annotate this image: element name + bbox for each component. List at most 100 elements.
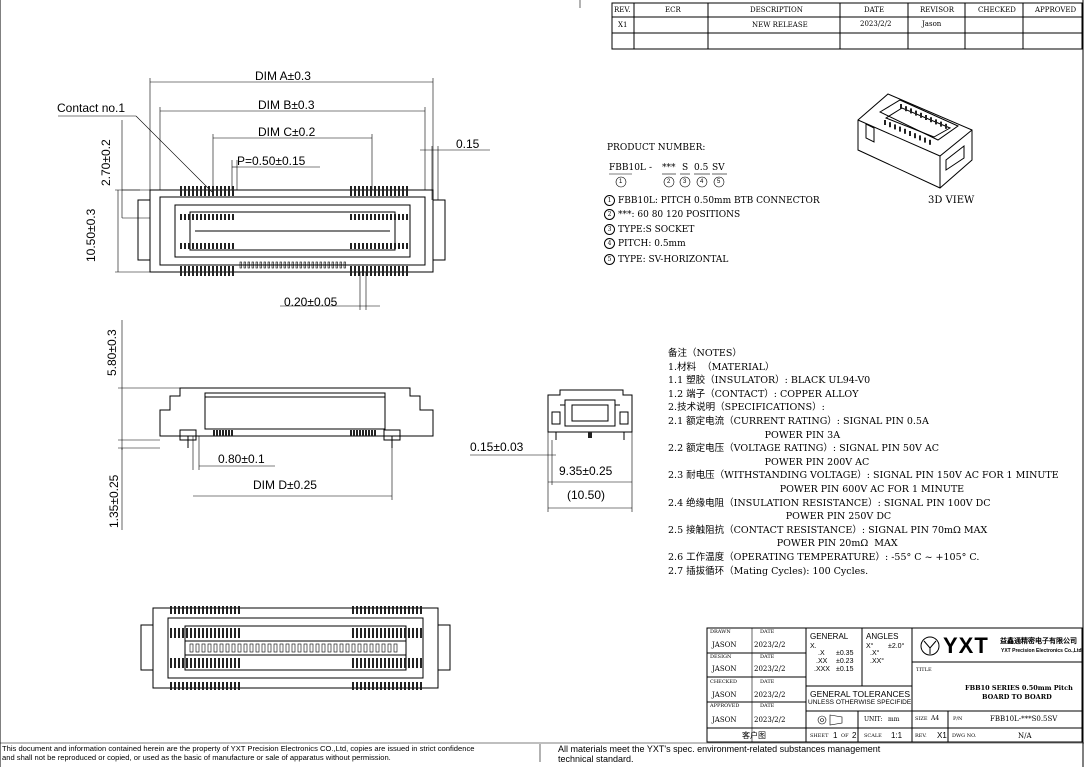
of-label: OF [841, 733, 849, 739]
design-value: JASON [712, 665, 737, 673]
notes-block: 备注（NOTES）1.材料 （MATERIAL）1.1 塑胶（INSULATOR… [668, 347, 1059, 578]
dim-020-label: 0.20±0.05 [284, 295, 338, 309]
company-logo-text: YXT [943, 633, 989, 658]
dim-1050-label: 10.50±0.3 [84, 208, 98, 262]
description-value: NEW RELEASE [752, 21, 808, 29]
scale-label: SCALE [864, 733, 882, 739]
note-line: 2.4 绝缘电阻（INSULATION RESISTANCE）: SIGNAL … [668, 497, 991, 509]
sheets-value: 2 [852, 731, 857, 740]
dim-c-label: DIM C±0.2 [258, 125, 316, 139]
scale-value: 1:1 [891, 731, 903, 740]
note-line: POWER PIN 200V AC [668, 456, 870, 468]
note-line: 2.技术说明（SPECIFICATIONS）: [668, 402, 825, 414]
drawn-label: DRAWN [710, 629, 731, 635]
sheet-label: SHEET [810, 733, 829, 739]
approved-date-value: 2023/2/2 [754, 716, 786, 724]
sheet-value: 1 [833, 731, 838, 740]
title-block-grid [706, 627, 1083, 743]
unit-label: UNIT: [864, 716, 883, 723]
title-label: TITLE [916, 667, 932, 673]
product-code-part4: 0.5 [694, 163, 709, 173]
product-number-title: PRODUCT NUMBER: [607, 143, 706, 153]
description-header: DESCRIPTION [750, 6, 803, 14]
company-name-en: YXT Precision Electronics Co.,Ltd. [1001, 648, 1083, 654]
note-line: 2.6 工作温度（OPERATING TEMPERATURE）: -55° C … [668, 551, 980, 563]
mark-4: 4 [700, 179, 704, 185]
unit-value: mm [888, 716, 900, 723]
company-name-cn: 益鑫通精密电子有限公司 [1000, 638, 1077, 645]
note-line: POWER PIN 250V DC [668, 511, 892, 523]
note-line: POWER PIN 20mΩ MAX [668, 538, 898, 550]
customer-drawing-label: 客户图 [742, 731, 766, 740]
product-line-2: 2***: 60 80 120 POSITIONS [604, 209, 740, 220]
product-code-marks [609, 173, 727, 188]
note-line: POWER PIN 3A [668, 429, 841, 441]
iso-view [857, 93, 973, 189]
dwg-value: N/A [1018, 732, 1032, 740]
dim-580-label: 5.80±0.3 [105, 329, 119, 376]
dwg-label: DWG NO. [952, 733, 977, 739]
note-line: 备注（NOTES） [668, 348, 742, 359]
ang-x2: .XX° [870, 658, 885, 665]
ang-x: X° [866, 643, 874, 650]
dim-end-015-label: 0.15±0.03 [470, 440, 524, 454]
mark-5: 5 [717, 179, 721, 185]
rev-value: X1 [618, 21, 628, 29]
drawn-value: JASON [712, 641, 737, 649]
product-code-part1: FBB10L [609, 163, 646, 173]
design-date-label: DATE [760, 654, 775, 660]
note-line: 2.2 额定电压（VOLTAGE RATING）: SIGNAL PIN 50V… [668, 443, 939, 455]
product-code-part2: *** [662, 163, 676, 173]
checked-date-value: 2023/2/2 [754, 691, 786, 699]
drawing-title-line1: FBB10 SERIES 0.50mm Pitch [965, 684, 1073, 692]
note-line: 2.3 耐电压（WITHSTANDING VOLTAGE）: SIGNAL PI… [668, 470, 1059, 482]
3d-view-label: 3D VIEW [928, 195, 975, 206]
bottom-view [140, 606, 451, 690]
rev-header: REV. [614, 6, 631, 14]
dim-end-1050-label: (10.50) [567, 488, 606, 502]
approved-value: JASON [712, 716, 737, 724]
tol-x2: .XX [816, 658, 828, 665]
design-label: DESIGN [710, 654, 732, 660]
note-line: 2.1 额定电流（CURRENT RATING）: SIGNAL PIN 0.5… [668, 415, 929, 427]
dim-080-label: 0.80±0.1 [218, 452, 265, 466]
pn-label: P/N [953, 716, 963, 722]
checked-header: CHECKED [978, 6, 1016, 14]
general-tolerances-label: GENERAL TOLERANCES [810, 689, 910, 699]
pitch-label: P=0.50±0.15 [237, 154, 306, 168]
dim-015-label: 0.15 [456, 137, 480, 151]
side-view [118, 320, 434, 530]
drawn-date-value: 2023/2/2 [754, 641, 786, 649]
note-line: 2.7 插拔循环（Mating Cycles): 100 Cycles. [668, 565, 869, 577]
approved-date-label: DATE [760, 703, 775, 709]
mark-1: 1 [619, 179, 623, 185]
product-code-dash: - [649, 163, 653, 173]
size-label: SIZE [915, 716, 928, 722]
footer-right-line2: technical standard. [558, 754, 634, 764]
contact-no1-label: Contact no.1 [57, 101, 126, 115]
checked-label: CHECKED [710, 679, 738, 685]
note-line: 1.1 塑胶（INSULATOR）: BLACK UL94-V0 [668, 375, 871, 387]
note-line: POWER PIN 600V AC FOR 1 MINUTE [668, 483, 965, 495]
tol-x2-value: ±0.23 [836, 658, 854, 665]
dim-a-label: DIM A±0.3 [255, 69, 311, 83]
dim-d-label: DIM D±0.25 [253, 478, 317, 492]
tol-x1: .X [818, 650, 825, 657]
angles-label: ANGLES [866, 632, 899, 641]
note-line: 1.2 端子（CONTACT）: COPPER ALLOY [668, 388, 859, 400]
mark-3: 3 [683, 179, 687, 185]
tol-x: X. [810, 643, 817, 650]
approved-header: APPROVED [1035, 6, 1077, 14]
ecr-header: ECR [665, 6, 681, 14]
tol-x1-value: ±0.35 [836, 650, 854, 657]
dim-270-label: 2.70±0.2 [99, 139, 113, 186]
design-date-value: 2023/2/2 [754, 665, 786, 673]
checked-value: JASON [712, 691, 737, 699]
footer-right-line1: All materials meet the YXT's spec. envir… [558, 744, 881, 754]
unless-otherwise-label: UNLESS OTHERWISE SPECIFIDE [808, 699, 912, 706]
product-code-part5: SV [712, 163, 725, 173]
